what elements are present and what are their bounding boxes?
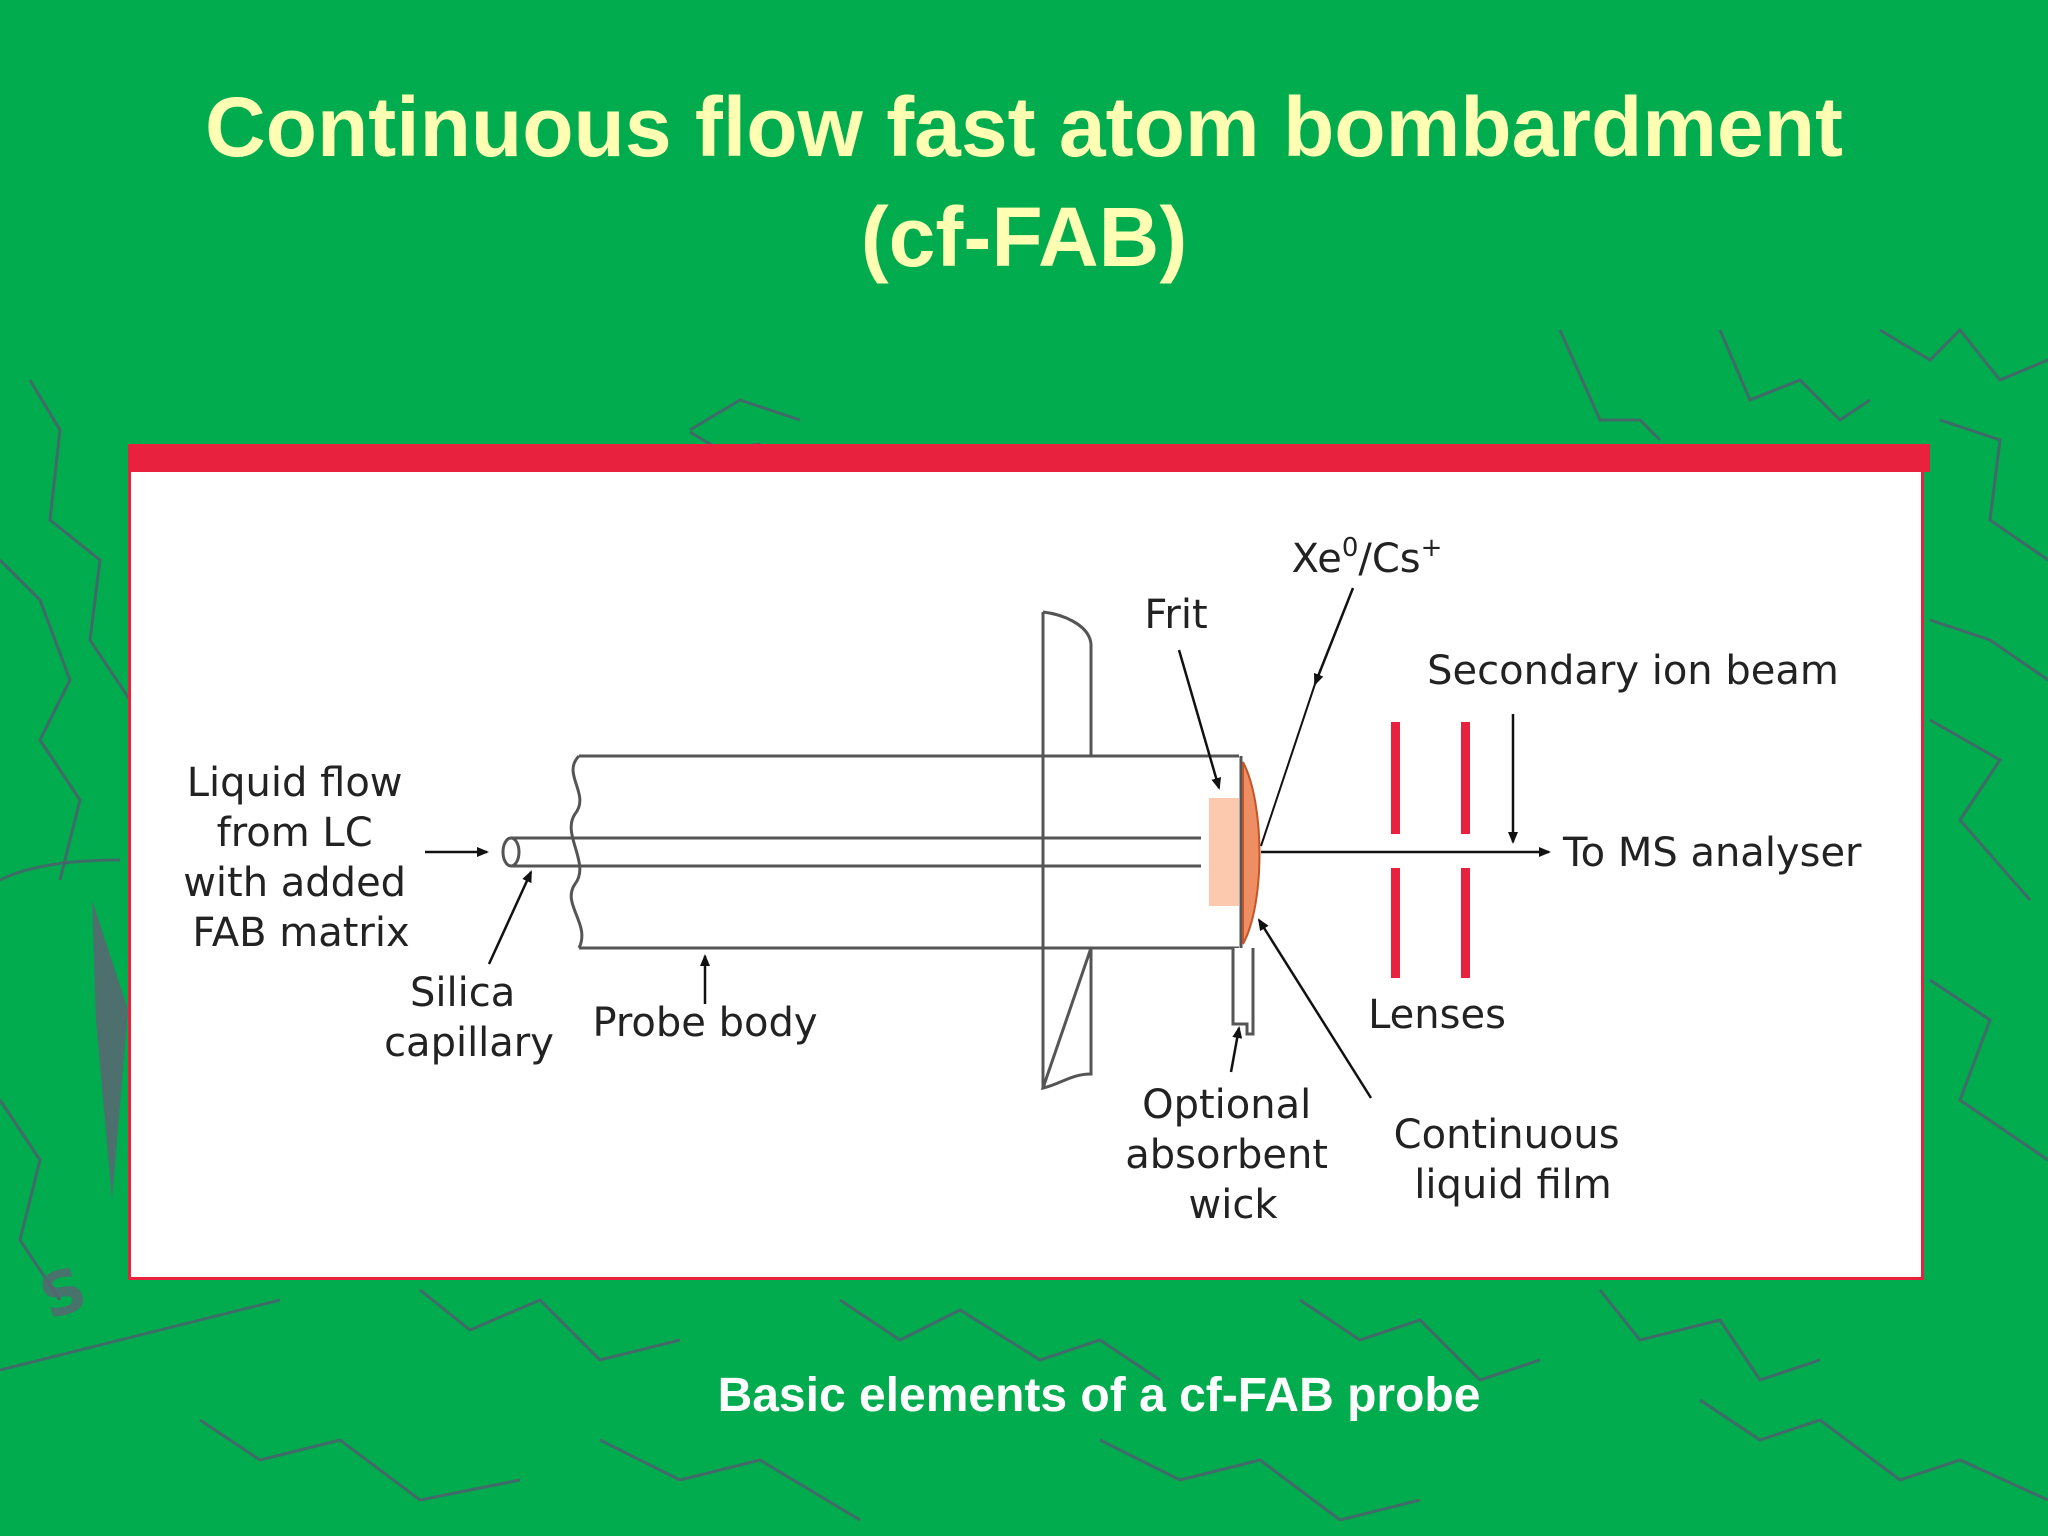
silica-capillary-line-2: capillary xyxy=(384,1020,554,1066)
probe-body-label: Probe body xyxy=(592,1000,817,1046)
silica-capillary-label: Silica capillary xyxy=(384,970,554,1066)
silica-capillary-arrow xyxy=(487,870,533,965)
lens-2-lower xyxy=(1461,868,1470,978)
xe-text: Xe xyxy=(1292,536,1342,582)
lenses xyxy=(1391,722,1470,978)
liquid-flow-line-3: with added xyxy=(183,860,406,906)
liquid-film-arrow xyxy=(1257,918,1373,1099)
svg-text:S: S xyxy=(31,1254,96,1335)
diagram-figure-panel: Liquid flow from LC with added FAB matri… xyxy=(128,444,1930,1280)
optional-wick-line-3: wick xyxy=(1189,1182,1279,1228)
frit-label: Frit xyxy=(1144,592,1207,638)
xe-superscript: 0 xyxy=(1342,533,1359,563)
slide-title: Continuous flow fast atom bombardment (c… xyxy=(0,72,2048,292)
lens-1-lower xyxy=(1391,868,1400,978)
figure-caption: Basic elements of a cf-FAB probe xyxy=(717,1369,1481,1422)
slide-title-line-1: Continuous flow fast atom bombardment xyxy=(205,80,1843,174)
slide-title-line-2: (cf-FAB) xyxy=(860,190,1188,284)
optional-wick-line-1: Optional xyxy=(1142,1082,1311,1128)
liquid-flow-line-2: from LC xyxy=(217,810,373,856)
capillary-end xyxy=(501,836,521,868)
flange-plate xyxy=(1040,610,1093,1091)
xe-cs-label: Xe0/Cs+ xyxy=(1292,533,1443,582)
lenses-label: Lenses xyxy=(1368,992,1506,1038)
xe-cs-beam-line xyxy=(1260,683,1316,847)
cs-superscript: + xyxy=(1421,533,1443,563)
to-ms-analyser-label: To MS analyser xyxy=(1562,830,1862,876)
xe-cs-beam-arrow xyxy=(1313,587,1355,686)
lens-2-upper xyxy=(1461,722,1470,834)
figure-top-bar xyxy=(128,444,1930,472)
absorbent-wick xyxy=(1231,948,1255,1036)
liquid-film-label: Continuous liquid film xyxy=(1394,1112,1633,1208)
silica-capillary-line-1: Silica xyxy=(410,970,515,1016)
wick-arrow xyxy=(1229,1026,1243,1073)
silica-capillary xyxy=(511,836,1201,868)
frit-arrow xyxy=(1177,649,1222,790)
liquid-flow-line-1: Liquid flow xyxy=(187,760,403,806)
lens-1-upper xyxy=(1391,722,1400,834)
liquid-film-line-2: liquid film xyxy=(1414,1162,1611,1208)
frit xyxy=(1209,798,1239,906)
liquid-film-line-1: Continuous xyxy=(1394,1112,1620,1158)
optional-wick-label: Optional absorbent wick xyxy=(1125,1082,1340,1228)
cs-text: /Cs xyxy=(1358,536,1420,582)
optional-wick-line-2: absorbent xyxy=(1125,1132,1328,1178)
probe-body xyxy=(569,754,1239,950)
liquid-flow-line-4: FAB matrix xyxy=(192,910,409,956)
secondary-ion-beam-label: Secondary ion beam xyxy=(1427,648,1839,694)
liquid-film xyxy=(1242,761,1261,945)
cf-fab-probe-diagram: Liquid flow from LC with added FAB matri… xyxy=(183,533,1862,1228)
liquid-flow-label: Liquid flow from LC with added FAB matri… xyxy=(183,760,419,956)
